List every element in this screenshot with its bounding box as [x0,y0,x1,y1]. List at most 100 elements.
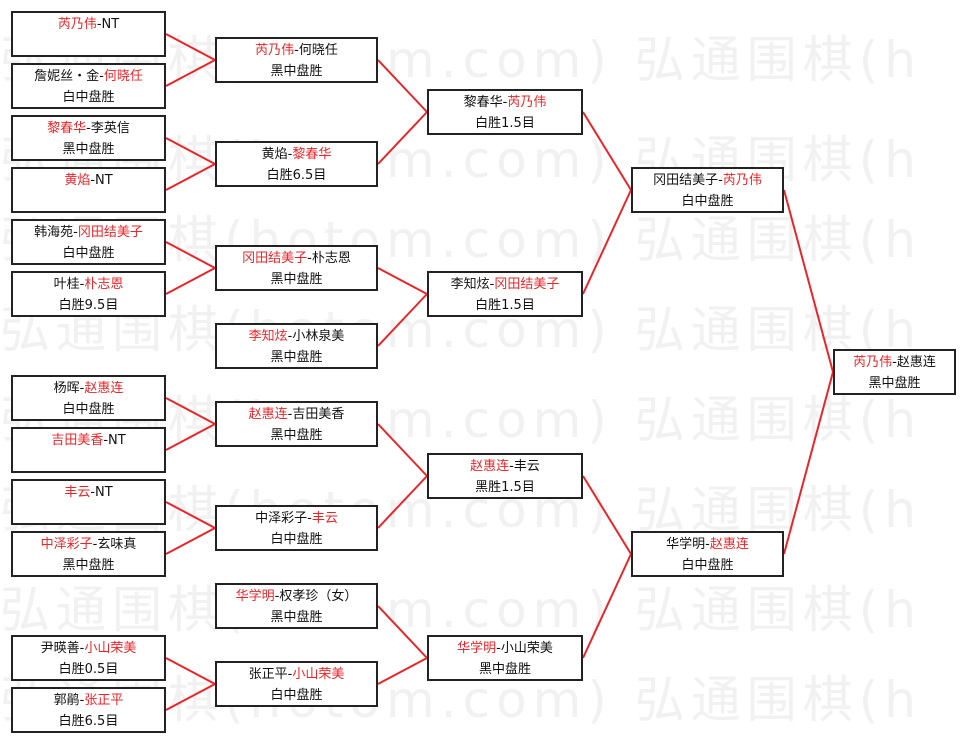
match-box-round-2: 黄焰-黎春华白胜6.5目 [215,141,378,187]
match-players: 黄焰-黎春华 [217,144,376,165]
match-result: 白中盘胜 [62,246,115,261]
match-result: 黑中盘胜 [270,272,323,287]
player-name: 张正平- [248,667,293,682]
match-players: 吉田美香-NT [13,430,164,451]
player-name: -何晓任 [294,43,338,58]
match-result: 白中盘胜 [62,402,115,417]
player-name: 中泽彩子- [255,511,312,526]
winner-name: 赵惠连 [248,407,288,422]
match-box-round-1: 韩海苑-冈田结美子白中盘胜 [11,219,166,265]
match-result: 黑中盘胜 [270,350,323,365]
match-box-round-2: 华学明-权孝珍（女） 黑中盘胜 [215,583,378,629]
match-players: 郭鹃-张正平 [13,690,164,711]
winner-name: 丰云 [64,485,91,500]
player-name: -小山荣美 [496,641,553,656]
bracket-connector [165,657,216,685]
match-box-round-1: 丰云-NT [11,479,166,525]
player-name: -小林泉美 [287,329,345,344]
match-box-round-3: 赵惠连-丰云黑胜1.5目 [427,453,583,499]
bracket-connector [165,527,216,555]
match-result: 白中盘胜 [62,90,115,105]
player-name: -NT [90,173,113,188]
bracket-connector [165,59,216,87]
player-name: -NT [96,17,120,32]
winner-name: 赵惠连 [84,381,124,396]
player-name: -朴志恩 [307,251,351,266]
player-name: -玄味真 [92,537,137,552]
winner-name: 李知炫 [248,329,288,344]
match-box-round-1: 叶桂-朴志恩白胜9.5目 [11,271,166,317]
player-name: 黄焰- [261,147,293,162]
match-result: 白胜1.5目 [475,116,535,131]
winner-name: 冈田结美子 [242,251,308,266]
match-players: 李知炫-冈田结美子 [429,274,581,295]
match-result: 黑中盘胜 [62,142,115,157]
winner-name: 芮乃伟 [507,95,547,110]
winner-name: 黄焰 [64,173,91,188]
match-result: 黑中盘胜 [478,662,531,677]
match-box-round-2: 赵惠连-吉田美香黑中盘胜 [215,401,378,447]
player-name: -权孝珍（女） [274,589,358,604]
match-result: 黑中盘胜 [270,64,323,79]
winner-name: 冈田结美子 [77,225,143,240]
player-name: -NT [90,485,113,500]
match-box-round-1: 郭鹃-张正平白胜6.5目 [11,687,166,733]
bracket-connector [165,267,216,295]
match-result: 白胜1.5目 [475,298,535,313]
match-box-round-1: 中泽彩子-玄味真黑中盘胜 [11,531,166,577]
winner-name: 芮乃伟 [853,355,893,370]
bracket-connector [165,683,216,711]
player-name: 尹暎善- [40,641,85,656]
bracket-connector [783,371,834,555]
match-players: 中泽彩子-丰云 [217,508,376,529]
match-box-round-3: 李知炫-冈田结美子白胜1.5目 [427,271,583,317]
winner-name: 芮乃伟 [255,43,295,58]
match-box-round-2: 冈田结美子-朴志恩黑中盘胜 [215,245,378,291]
bracket-connector [377,605,428,659]
match-players: 赵惠连-吉田美香 [217,404,376,425]
match-players: 华学明-赵惠连 [633,534,782,555]
match-players: 詹妮丝・金-何晓任 [13,66,164,87]
bracket-connector [783,189,834,373]
winner-name: 张正平 [84,693,124,708]
match-players: 赵惠连-丰云 [429,456,581,477]
match-box-round-1: 黎春华-李英信黑中盘胜 [11,115,166,161]
match-box-round-2: 芮乃伟-何晓任黑中盘胜 [215,37,378,83]
player-name: 叶桂- [53,277,85,292]
match-players: 黎春华-李英信 [13,118,164,139]
match-players: 李知炫-小林泉美 [217,326,376,347]
match-players: 黄焰-NT [13,170,164,191]
match-box-round-1: 杨晖-赵惠连白中盘胜 [11,375,166,421]
bracket-connector [165,163,216,191]
bracket-connector [582,553,632,659]
bracket-connector [582,189,632,295]
watermark: 弘通围棋(hotom.com) 弘通围棋(h [0,581,922,639]
player-name: 黎春华- [463,95,508,110]
match-result: 白中盘胜 [270,688,323,703]
player-name: 李知炫- [450,277,495,292]
bracket-connector [377,267,428,295]
bracket-connector [377,475,428,529]
winner-name: 赵惠连 [470,459,510,474]
match-players: 冈田结美子-朴志恩 [217,248,376,269]
match-box-round-2: 中泽彩子-丰云白中盘胜 [215,505,378,551]
bracket-connector [165,501,216,529]
bracket-connector [165,397,216,425]
match-box-round-4: 华学明-赵惠连白中盘胜 [631,531,784,577]
match-players: 芮乃伟-何晓任 [217,40,376,61]
winner-name: 华学明 [235,589,275,604]
match-players: 中泽彩子-玄味真 [13,534,164,555]
match-result: 黑中盘胜 [868,376,921,391]
match-box-round-1: 吉田美香-NT [11,427,166,473]
match-result: 黑中盘胜 [270,610,323,625]
player-name: 华学明- [666,537,710,552]
bracket-connector [377,657,428,685]
match-result: 白中盘胜 [681,194,734,209]
winner-name: 丰云 [311,511,338,526]
player-name: 詹妮丝・金- [34,69,104,84]
bracket-connector [377,423,428,477]
winner-name: 小山荣美 [84,641,137,656]
player-name: -NT [103,433,126,448]
match-result: 黑胜1.5目 [475,480,535,495]
